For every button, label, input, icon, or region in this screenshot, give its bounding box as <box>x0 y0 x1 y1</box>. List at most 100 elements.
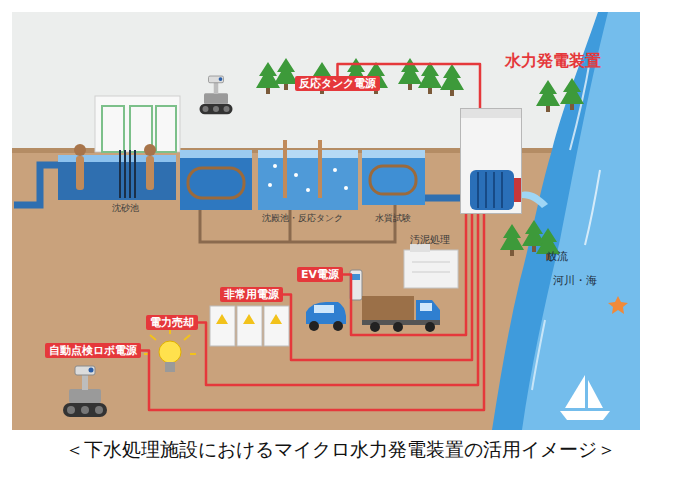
hydro-device <box>470 170 514 210</box>
caption: ＜下水処理施設におけるマイクロ水力発電装置の活用イメージ＞ <box>0 437 680 461</box>
tanks <box>180 150 252 210</box>
ev-car <box>306 302 346 331</box>
emergency-power <box>270 314 282 324</box>
sludge-building <box>404 244 458 288</box>
tanks <box>285 140 320 198</box>
power-tag: 非常用電源 <box>220 287 283 302</box>
emergency-power <box>216 314 228 324</box>
power-tag: EV電源 <box>297 267 343 282</box>
light-bulb <box>159 341 181 363</box>
power-tag: 自動点検ロボ電源 <box>45 343 141 358</box>
sludge-building <box>412 262 450 272</box>
tanks <box>258 150 358 158</box>
tanks <box>294 173 298 177</box>
power-tag: 反応タンク電源 <box>295 76 380 91</box>
tanks <box>362 150 425 205</box>
ev-car <box>309 321 319 331</box>
power-wire <box>141 214 484 410</box>
ev-car <box>333 321 343 331</box>
tanks <box>306 188 310 192</box>
tag-text: 電力売却 <box>150 316 194 329</box>
area-label: 河川・海 <box>553 274 597 287</box>
area-label: 沈砂池 <box>112 203 139 214</box>
robots <box>200 76 233 114</box>
grit-chamber <box>144 144 156 156</box>
sailboat <box>560 411 610 420</box>
hydro-device-box: 水力発電装置 <box>460 108 522 214</box>
light-bulb <box>165 362 175 372</box>
sailboat <box>588 380 603 408</box>
tanks <box>344 186 348 190</box>
sky <box>12 12 640 152</box>
screen-building <box>95 96 180 152</box>
grit-chamber <box>146 156 154 190</box>
power-wire <box>198 214 478 385</box>
power-wire <box>283 214 472 360</box>
truck <box>362 296 440 332</box>
emergency-power <box>243 314 255 324</box>
tag-text: 非常用電源 <box>224 288 279 301</box>
area-label: 水質試験 <box>375 213 411 224</box>
grit-chamber <box>58 155 176 162</box>
sludge-building <box>410 244 430 252</box>
starfish <box>608 296 628 314</box>
area-label: 放流 <box>546 250 568 263</box>
trees <box>418 62 442 94</box>
grit-chamber <box>14 165 60 205</box>
emergency-power <box>210 306 235 346</box>
river <box>585 170 600 245</box>
starfish <box>608 296 628 314</box>
trees <box>256 62 280 94</box>
river <box>492 12 640 430</box>
trees <box>500 224 524 256</box>
screen-building <box>95 96 180 152</box>
screen-building <box>102 106 124 152</box>
hydro-device <box>522 192 548 208</box>
tanks <box>273 164 277 168</box>
hydro-device <box>460 108 522 118</box>
underground-pipes <box>200 205 395 242</box>
tanks <box>258 150 358 210</box>
grit-chamber <box>76 156 84 190</box>
sky <box>12 12 640 152</box>
grit-chamber <box>58 155 176 200</box>
river <box>522 12 640 430</box>
trees <box>256 58 584 260</box>
tag-text: EV電源 <box>301 268 339 281</box>
device-heading: 水力発電装置 <box>505 51 601 70</box>
sailboat <box>565 375 585 408</box>
light-bulb <box>144 328 196 372</box>
truck <box>420 303 432 311</box>
hydro-device <box>460 108 522 214</box>
ev-car <box>314 305 334 313</box>
tanks <box>370 166 416 194</box>
truck <box>370 322 380 332</box>
truck <box>425 322 435 332</box>
ev-car <box>306 302 346 324</box>
tanks <box>362 150 425 158</box>
area-label: 汚泥処理 <box>410 234 450 246</box>
river <box>492 12 640 430</box>
tanks <box>188 168 244 198</box>
tanks <box>180 150 252 158</box>
tanks <box>180 140 460 210</box>
tag-text: 自動点検ロボ電源 <box>49 344 137 357</box>
area-label: 沈殿池・反応タンク <box>262 213 343 224</box>
ev-charger <box>352 274 360 280</box>
tanks <box>333 168 337 172</box>
screen-building <box>156 106 176 152</box>
tag-text: 反応タンク電源 <box>299 77 376 90</box>
tanks <box>425 195 460 202</box>
emergency-power <box>237 306 262 346</box>
tanks <box>268 183 272 187</box>
truck <box>362 296 414 320</box>
emergency-power <box>264 306 289 346</box>
sailboat <box>560 375 610 420</box>
hydro-device <box>478 172 502 208</box>
sludge-building <box>404 250 458 288</box>
truck <box>393 322 403 332</box>
hydro-device <box>514 178 522 202</box>
